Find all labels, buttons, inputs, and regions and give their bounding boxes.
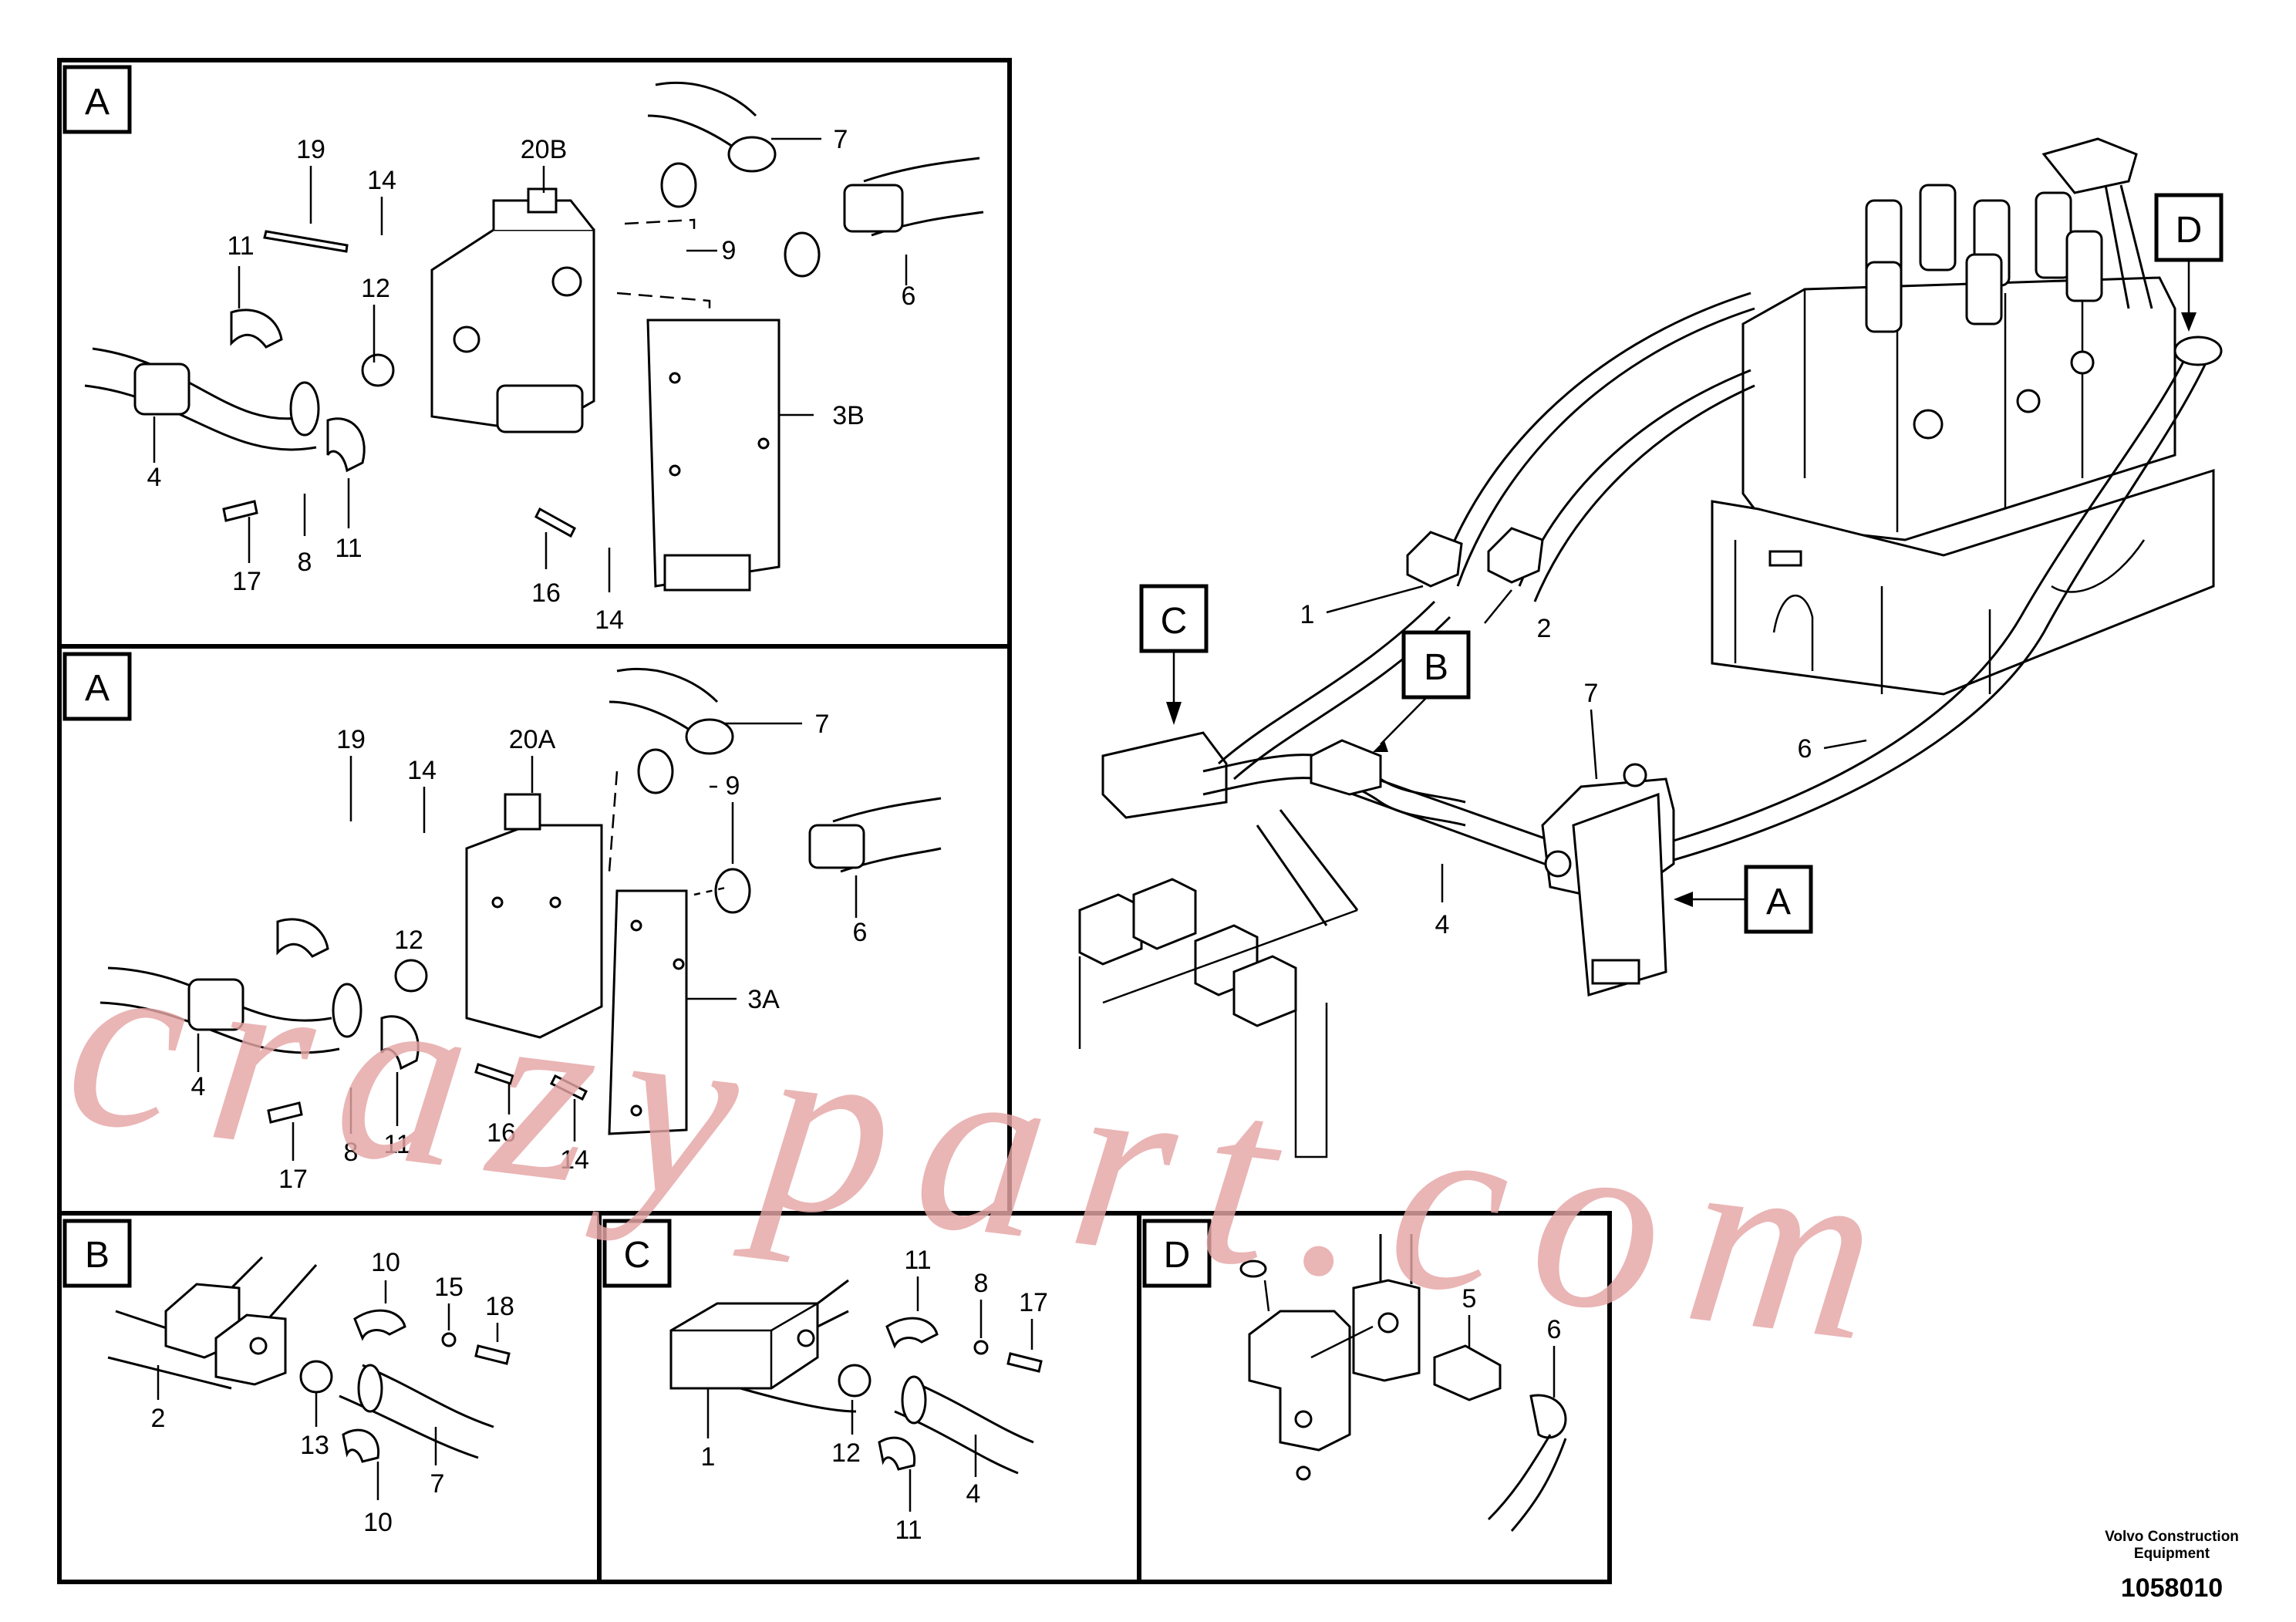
callout-8: 8	[344, 1138, 359, 1167]
callout-3b: 3B	[832, 401, 865, 430]
overview-tag-b: B	[1424, 647, 1448, 688]
leader-lines-a-middle	[197, 722, 858, 1161]
callout-7: 7	[834, 125, 848, 154]
callout-7: 7	[815, 710, 830, 739]
callout-5: 5	[1462, 1284, 1477, 1313]
callout-11b: 11	[895, 1516, 922, 1545]
hose-6-main	[1673, 336, 2223, 862]
panel-tag: A	[85, 668, 110, 709]
callout-10b: 10	[363, 1508, 393, 1537]
leader-lines-b	[157, 1280, 499, 1500]
callout-8: 8	[298, 548, 312, 577]
hose-4-a-top	[84, 347, 320, 451]
callout-8: 8	[974, 1269, 989, 1298]
callout-10: 10	[371, 1248, 400, 1277]
callout-4: 4	[966, 1479, 981, 1509]
callout-16: 16	[487, 1118, 516, 1148]
callout-6: 6	[853, 918, 868, 947]
overview-callout-1: 1	[1300, 600, 1315, 629]
callout-15: 15	[434, 1273, 464, 1302]
overview-tag-c: C	[1161, 601, 1188, 642]
callout-18: 18	[485, 1292, 514, 1321]
callout-16: 16	[531, 578, 561, 608]
callout-12: 12	[394, 926, 423, 955]
overview-tag-d: D	[2176, 210, 2203, 251]
leader-lines-a-top	[153, 137, 908, 592]
callout-14b: 14	[560, 1145, 589, 1175]
callout-17: 17	[1019, 1288, 1048, 1317]
overview-callout-6: 6	[1798, 734, 1812, 764]
callout-11b: 11	[335, 534, 362, 563]
panel-tag: C	[624, 1235, 651, 1276]
clamps-a-middle	[267, 918, 588, 1124]
overview-callout-7: 7	[1584, 679, 1599, 708]
control-valve-block	[1741, 137, 2176, 541]
overview-tag-a: A	[1766, 882, 1791, 922]
callout-14: 14	[407, 756, 437, 785]
callout-3a: 3A	[747, 985, 780, 1014]
maker-line2: Equipment	[2134, 1546, 2210, 1562]
callout-19: 19	[296, 135, 325, 164]
valve-assembly-main	[1541, 763, 1675, 996]
panel-tag: D	[1164, 1235, 1191, 1276]
callout-7: 7	[430, 1469, 445, 1499]
callout-2: 2	[151, 1404, 166, 1433]
panel-tag: B	[85, 1235, 110, 1276]
detail-panel-a-top: A	[57, 58, 1012, 649]
hose-7-a-middle	[609, 667, 734, 794]
leader-lines-main	[1326, 585, 1867, 902]
clamps-a-top	[222, 230, 576, 538]
valve-block-20a	[465, 793, 688, 1135]
callout-20b: 20B	[521, 135, 568, 164]
callout-11: 11	[904, 1246, 931, 1275]
overview-callout-4: 4	[1435, 910, 1450, 939]
callout-12: 12	[831, 1438, 861, 1468]
callout-14: 14	[367, 166, 396, 195]
detail-panel-a-middle: A	[57, 644, 1012, 1216]
callout-17: 17	[278, 1165, 308, 1194]
hose-4-a-middle	[99, 966, 362, 1054]
dashed-connection-lines	[608, 771, 730, 896]
callout-17: 17	[232, 567, 261, 596]
callout-4: 4	[191, 1072, 206, 1101]
callout-1: 1	[701, 1442, 716, 1472]
callout-11: 11	[227, 231, 254, 261]
detail-panel-d: D 5 6	[1137, 1211, 1612, 1584]
maker-line1: Volvo Construction	[2105, 1529, 2239, 1545]
main-overview: C B A D 1 2 7 6 4	[1078, 137, 2224, 1158]
overview-tags: C B A D	[1139, 193, 2224, 934]
callout-20a: 20A	[509, 725, 556, 754]
detail-panel-b: B 10 15 18 2 13 10 7	[57, 1211, 602, 1584]
overview-callout-2: 2	[1537, 614, 1552, 643]
callout-6: 6	[1547, 1315, 1562, 1344]
footer: Volvo Construction Equipment 1058010	[2105, 1529, 2239, 1603]
drawing-number: 1058010	[2121, 1573, 2223, 1603]
lower-manifold	[1078, 600, 1574, 1158]
callout-19: 19	[336, 725, 366, 754]
callout-11: 11	[383, 1130, 410, 1159]
callout-6: 6	[902, 282, 916, 311]
callout-12: 12	[361, 274, 390, 303]
callout-9: 9	[722, 236, 737, 265]
hose-7-a-top	[647, 81, 777, 208]
callout-14b: 14	[595, 605, 624, 635]
panel-tag: A	[85, 82, 110, 123]
dashed-connection-lines	[616, 218, 711, 312]
leader-lines-c	[706, 1276, 1033, 1512]
hose-6-a-middle	[714, 797, 942, 914]
leader-lines-d	[1468, 1315, 1556, 1398]
hose-6-a-top	[784, 157, 984, 278]
callout-9: 9	[726, 771, 740, 801]
callout-13: 13	[300, 1431, 329, 1460]
valve-base-frame	[1711, 468, 2215, 696]
hoses-1-and-2	[1406, 292, 1755, 602]
callout-4: 4	[147, 463, 162, 492]
valve-assembly-20b	[430, 187, 781, 592]
